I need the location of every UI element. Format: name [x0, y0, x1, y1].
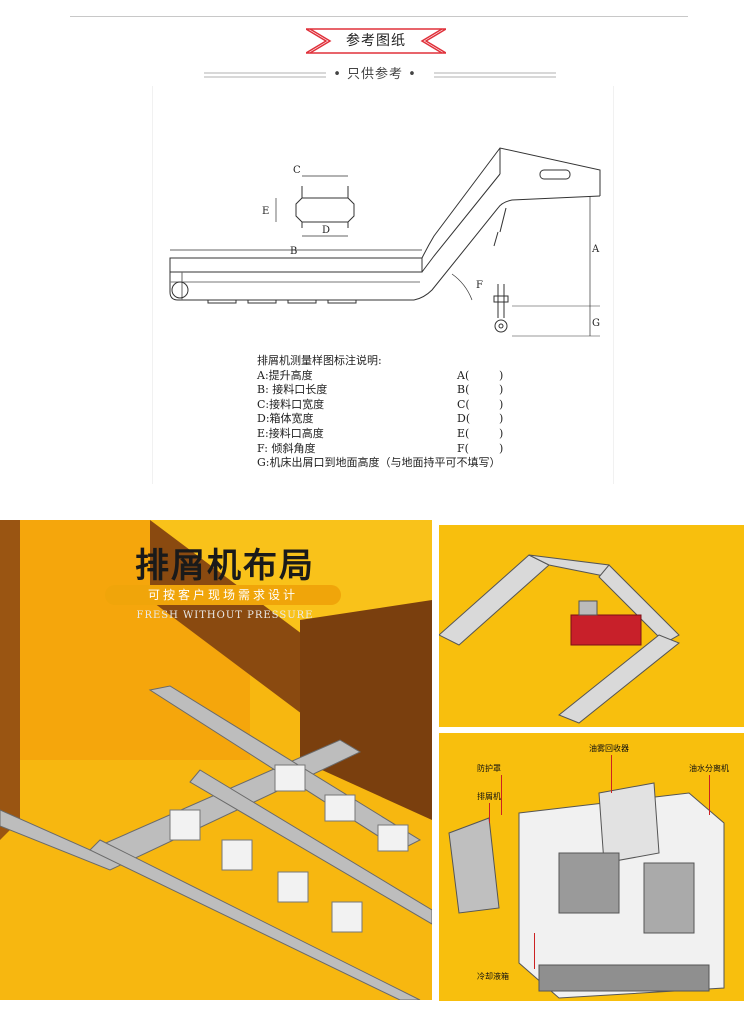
- factory-layout-illustration: [0, 520, 432, 1000]
- top-divider: [70, 16, 688, 17]
- leader-conveyor: [489, 803, 490, 823]
- label-guard: 防护罩: [477, 764, 501, 773]
- dim-a-label: A: [591, 244, 600, 255]
- legend-row-g: G:机床出屑口到地面高度（与地面持平可不填写）: [257, 456, 501, 470]
- conveyor-render-card: [439, 525, 744, 727]
- ribbon-title: 参考图纸: [346, 33, 406, 49]
- layout-pill-badge: 可按客户现场需求设计: [105, 585, 341, 605]
- conveyor-drawing: C D E B A F G: [169, 147, 601, 337]
- label-conveyor: 排屑机: [477, 792, 501, 801]
- label-coolant: 冷却液箱: [477, 972, 509, 981]
- dim-d-label: D: [322, 225, 330, 236]
- dim-c-label: C: [293, 165, 301, 176]
- technical-drawing-panel: [152, 86, 614, 484]
- layout-title: 排屑机布局: [135, 546, 315, 586]
- label-oil-water: 油水分离机: [689, 764, 729, 773]
- leader-oil-water: [709, 775, 710, 815]
- leader-oil-mist: [611, 755, 612, 793]
- subtitle: • 只供参考 •: [333, 67, 417, 82]
- dim-f-label: F: [476, 280, 483, 291]
- dim-b-label: B: [290, 246, 297, 257]
- layout-ghost-text: FRESH WITHOUT PRESSURE: [136, 610, 314, 621]
- machine-parts-card: 油雾回收器 防护罩 油水分离机 排屑机 冷却液箱: [439, 733, 744, 1001]
- label-oil-mist: 油雾回收器: [589, 744, 629, 753]
- ribbon-banner: [306, 28, 446, 54]
- subtitle-lines: [204, 72, 556, 78]
- leader-guard: [501, 775, 502, 815]
- dim-g-label: G: [592, 318, 600, 329]
- dim-e-label: E: [262, 206, 269, 217]
- legend-title: 排屑机测量样图标注说明:: [257, 354, 382, 367]
- leader-coolant: [534, 933, 535, 969]
